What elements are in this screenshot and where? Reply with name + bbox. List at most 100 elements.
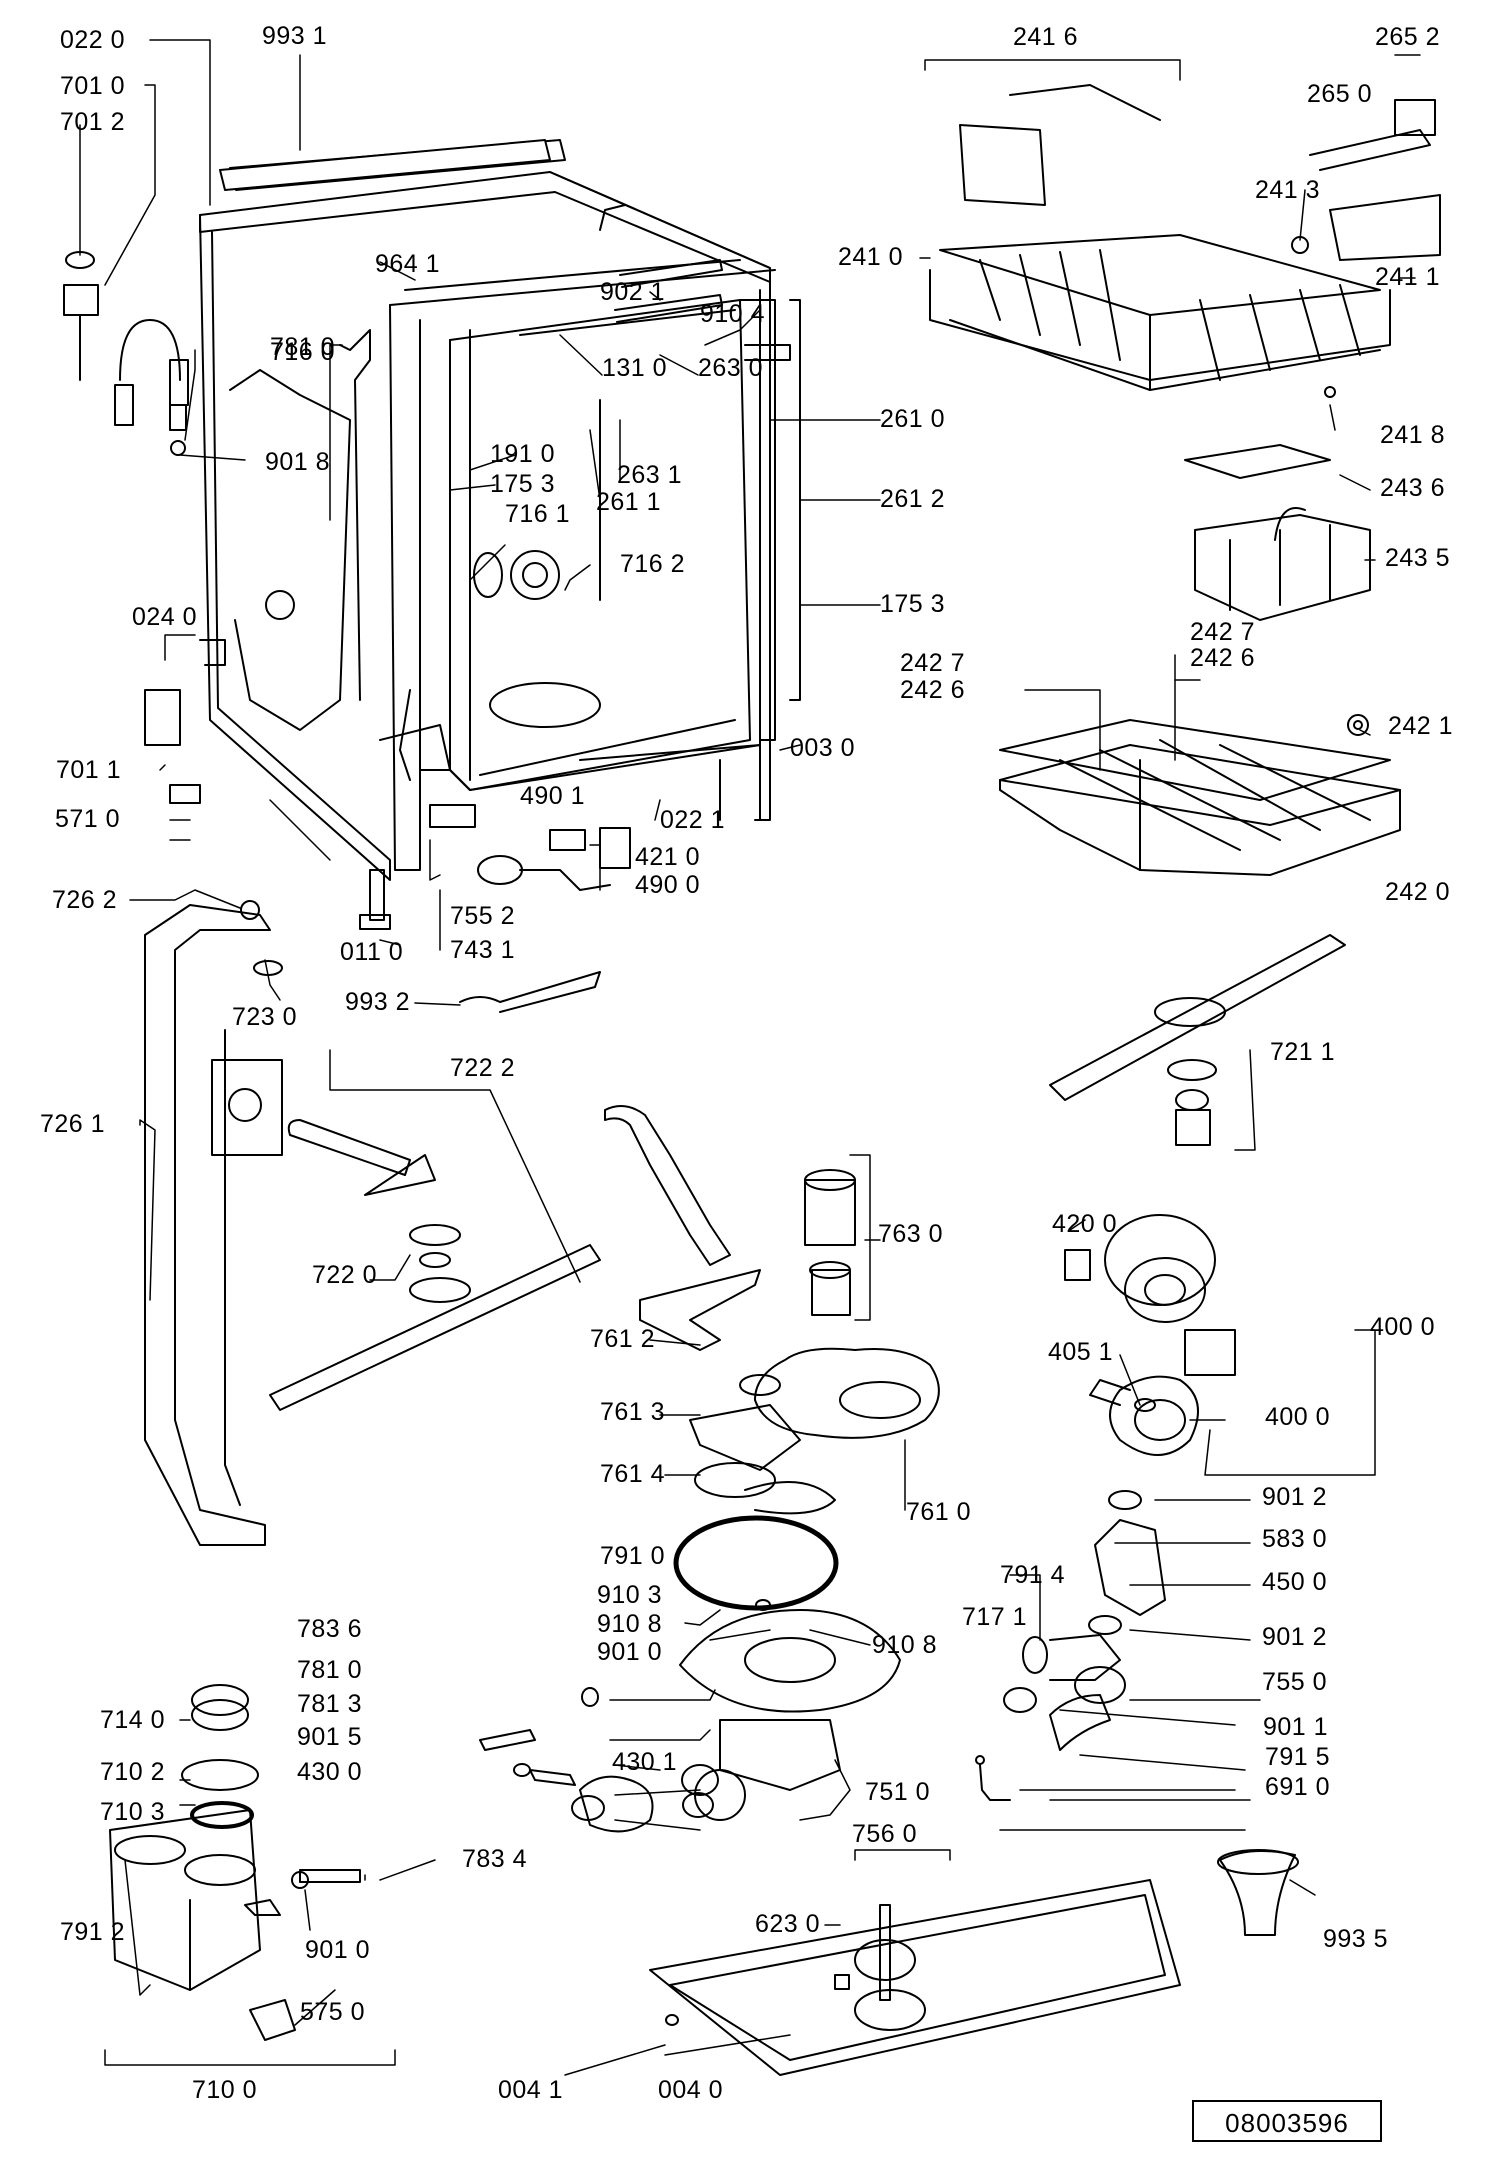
part-label: 265 0 (1307, 80, 1373, 108)
upper-spray-arm (1049, 934, 1346, 1146)
part-label: 261 2 (880, 485, 946, 513)
part-label: 022 1 (660, 806, 726, 834)
part-label: 714 0 (100, 1706, 166, 1734)
part-label: 751 0 (865, 1778, 931, 1806)
part-label: 024 0 (132, 603, 198, 631)
part-label: 242 7 (900, 649, 966, 677)
part-label: 743 1 (450, 936, 516, 964)
part-label: 490 1 (520, 782, 586, 810)
part-label: 901 0 (305, 1936, 371, 1964)
part-label: 261 1 (596, 488, 662, 516)
base-frame (649, 1849, 1299, 2076)
part-label: 716 0 (270, 338, 336, 366)
part-label: 722 2 (450, 1054, 516, 1082)
part-label: 781 0 (297, 1656, 363, 1684)
small-parts-upper (63, 251, 631, 1013)
part-label: 242 1 (1388, 712, 1454, 740)
part-label: 242 6 (1190, 644, 1256, 672)
part-label: 400 0 (1265, 1403, 1331, 1431)
lower-basket (999, 714, 1401, 876)
part-label: 726 2 (52, 886, 118, 914)
part-label: 701 1 (56, 756, 122, 784)
part-label: 490 0 (635, 871, 701, 899)
part-label: 717 1 (962, 1603, 1028, 1631)
part-label: 450 0 (1262, 1568, 1328, 1596)
part-label: 783 4 (462, 1845, 528, 1873)
part-label: 761 2 (590, 1325, 656, 1353)
part-label: 761 3 (600, 1398, 666, 1426)
part-label: 571 0 (55, 805, 121, 833)
part-label: 131 0 (602, 354, 668, 382)
part-label: 242 7 (1190, 618, 1256, 646)
part-label: 721 1 (1270, 1038, 1336, 1066)
part-label: 901 2 (1262, 1623, 1328, 1651)
part-label: 755 2 (450, 902, 516, 930)
part-label: 716 1 (505, 500, 571, 528)
part-label: 710 2 (100, 1758, 166, 1786)
part-label: 175 3 (880, 590, 946, 618)
cabinet-frame (199, 139, 801, 881)
part-label: 623 0 (755, 1910, 821, 1938)
sump-assembly (604, 1105, 940, 1821)
part-label: 791 2 (60, 1918, 126, 1946)
part-label: 993 1 (262, 22, 328, 50)
part-label: 791 4 (1000, 1561, 1066, 1589)
part-label: 575 0 (300, 1998, 366, 2026)
part-label: 756 0 (852, 1820, 918, 1848)
part-label: 265 2 (1375, 23, 1441, 51)
part-label: 722 0 (312, 1261, 378, 1289)
part-label: 710 0 (192, 2076, 258, 2104)
part-label: 263 1 (617, 461, 683, 489)
drain-pump (975, 1214, 1236, 1801)
upper-basket (929, 84, 1441, 398)
part-label: 261 0 (880, 405, 946, 433)
part-label: 781 0 (270, 333, 336, 361)
feed-tube (144, 900, 601, 1546)
part-label: 022 0 (60, 26, 126, 54)
part-label: 755 0 (1262, 1668, 1328, 1696)
part-label: 263 0 (698, 354, 764, 382)
part-label: 430 1 (612, 1748, 678, 1776)
part-label: 583 0 (1262, 1525, 1328, 1553)
part-label: 910 8 (872, 1631, 938, 1659)
part-label: 241 1 (1375, 263, 1441, 291)
part-label: 964 1 (375, 250, 441, 278)
part-label: 243 6 (1380, 474, 1446, 502)
part-label: 003 0 (790, 734, 856, 762)
part-label: 910 4 (700, 300, 766, 328)
part-label: 791 5 (1265, 1743, 1331, 1771)
part-label: 901 5 (297, 1723, 363, 1751)
part-label: 901 8 (265, 448, 331, 476)
cutlery-baskets (1184, 444, 1371, 621)
part-label: 242 6 (900, 676, 966, 704)
part-label: 783 6 (297, 1615, 363, 1643)
part-label: 421 0 (635, 843, 701, 871)
leader-lines (79, 39, 1421, 2076)
part-label: 242 0 (1385, 878, 1451, 906)
part-label: 791 0 (600, 1542, 666, 1570)
part-label: 691 0 (1265, 1773, 1331, 1801)
part-label: 400 0 (1370, 1313, 1436, 1341)
part-label: 004 0 (658, 2076, 724, 2104)
drawing-code: 08003596 (1192, 2100, 1382, 2142)
part-label: 175 3 (490, 470, 556, 498)
part-label: 241 3 (1255, 176, 1321, 204)
part-label: 993 2 (345, 988, 411, 1016)
part-label: 781 3 (297, 1690, 363, 1718)
part-label: 011 0 (340, 938, 404, 966)
part-label: 430 0 (297, 1758, 363, 1786)
part-label: 716 2 (620, 550, 686, 578)
part-label: 243 5 (1385, 544, 1451, 572)
part-label: 420 0 (1052, 1210, 1118, 1238)
part-label: 701 2 (60, 108, 126, 136)
part-label: 726 1 (40, 1110, 106, 1138)
part-label: 910 8 (597, 1610, 663, 1638)
part-label: 993 5 (1323, 1925, 1389, 1953)
part-label: 701 0 (60, 72, 126, 100)
part-label: 763 0 (878, 1220, 944, 1248)
part-label: 902 1 (600, 278, 666, 306)
water-softener (109, 1684, 714, 2041)
part-label: 241 8 (1380, 421, 1446, 449)
